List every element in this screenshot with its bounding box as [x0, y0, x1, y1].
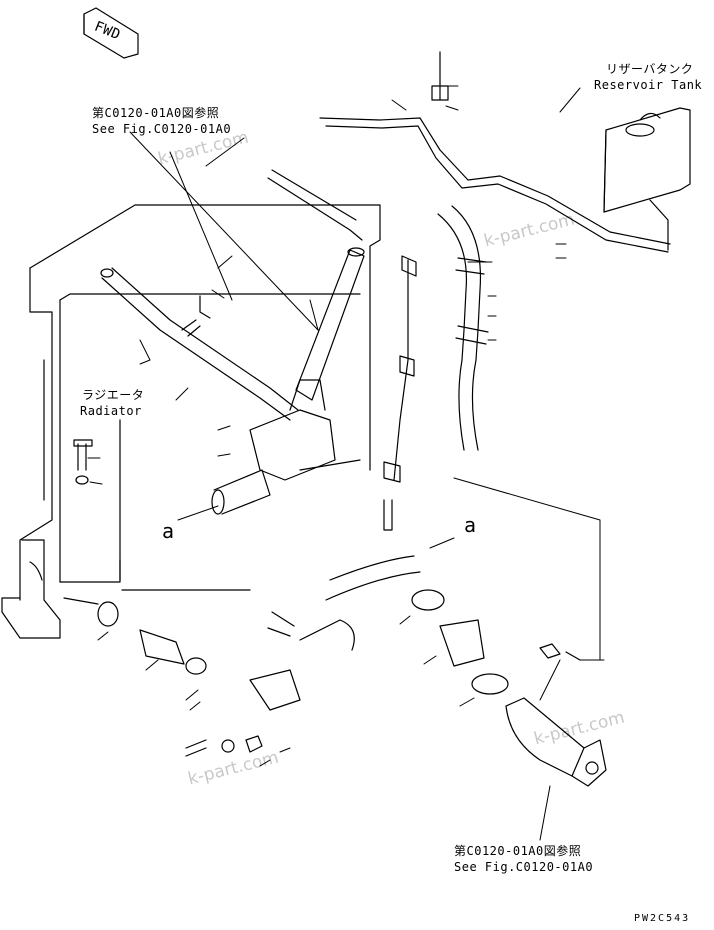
ref-top-en: See Fig.C0120-01A0: [92, 122, 232, 136]
bracket-tube: [383, 255, 417, 531]
reservoir-tank: [603, 107, 691, 251]
ref-top-jp: 第C0120-01A0図参照: [92, 106, 220, 120]
radiator: [1, 204, 381, 639]
fwd-arrow-icon: [83, 7, 139, 59]
lower-hoses: [63, 555, 509, 711]
coolant-hose: [437, 205, 489, 451]
drawing-code: PW2C543: [634, 913, 691, 924]
arrow-a-right: a: [464, 513, 477, 537]
reservoir-tank-en: Reservoir Tank: [594, 78, 703, 92]
radiator-outlet: [211, 379, 336, 515]
outlet-elbow: [505, 697, 607, 787]
bolts: [73, 439, 263, 757]
vertical-water-pipe: [267, 169, 365, 401]
arrow-a-left: a: [162, 519, 175, 543]
ref-bottom-jp: 第C0120-01A0図参照: [454, 844, 582, 858]
reservoir-tank-jp: リザーバタンク: [606, 62, 694, 76]
callout-ticks: [87, 85, 605, 767]
clamp: [539, 643, 581, 661]
radiator-jp: ラジエータ: [82, 388, 145, 402]
overflow-tube: [319, 51, 671, 253]
radiator-en: Radiator: [80, 404, 142, 418]
radiator-upper-pipe: [100, 267, 299, 421]
leader-lines: [129, 87, 601, 841]
ref-bottom-en: See Fig.C0120-01A0: [454, 860, 594, 874]
